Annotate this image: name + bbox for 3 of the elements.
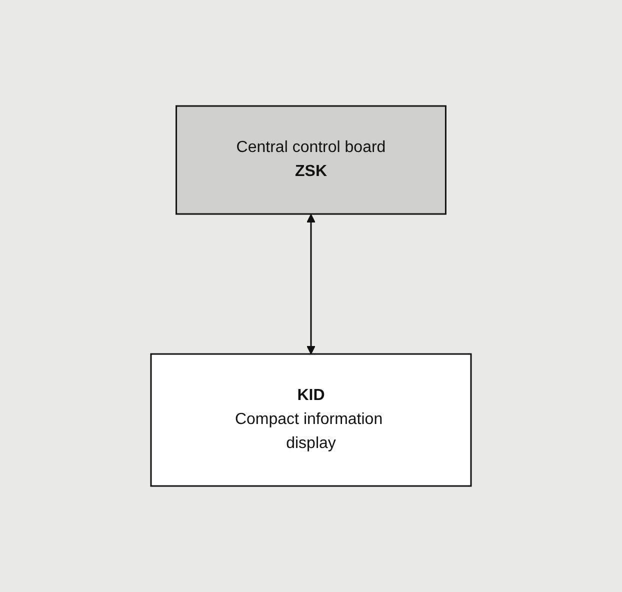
arrow: [306, 214, 316, 354]
node-box: KID Compact information display: [150, 353, 472, 487]
node-box: Central control board ZSK: [176, 105, 446, 215]
